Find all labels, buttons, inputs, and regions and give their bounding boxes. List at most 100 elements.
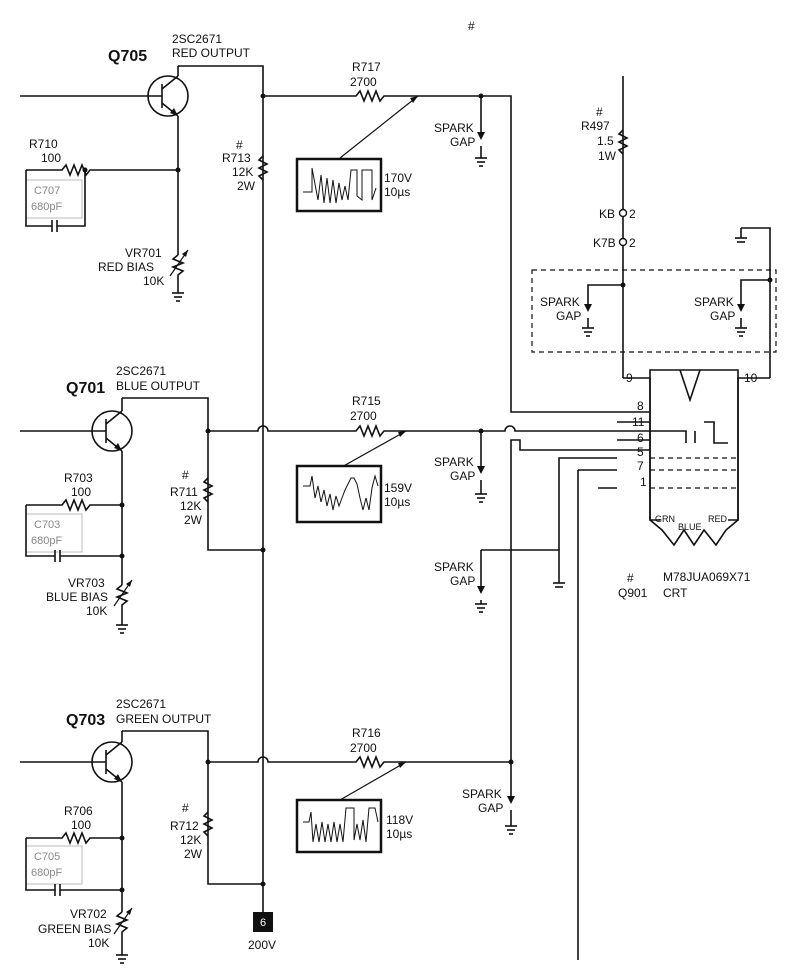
q705-ref-label: Q705: [108, 48, 147, 65]
c707-ref-label: C707: [34, 185, 60, 197]
crt-ref-label: Q901: [618, 586, 648, 600]
q703-part-label: 2SC2671: [116, 697, 166, 711]
kb-connector: [618, 208, 628, 218]
blue-waveform-trace: [303, 474, 379, 511]
r706-ref-label: R706: [64, 804, 93, 818]
k7b-pin-label: 2: [629, 236, 636, 250]
vr701-pot-symbol: [170, 254, 186, 293]
crt-pin-6: 6: [637, 431, 644, 445]
blue-output-stage: 2SC2671 Q701 BLUE OUTPUT R703 100 C703 6…: [20, 364, 617, 634]
blue-waveform-time: 10µs: [384, 495, 410, 509]
middle-spark-gap: SPARK GAP: [434, 457, 617, 960]
r716-value-label: 2700: [350, 741, 377, 755]
q705-function-label: RED OUTPUT: [172, 46, 251, 60]
r710-resistor: [26, 162, 178, 178]
red-collector-supply-wire: [178, 65, 264, 900]
r716-ref-label: R716: [352, 726, 381, 740]
spark-gap-blue-label1: SPARK: [434, 455, 474, 469]
r711-power-label: 2W: [184, 513, 203, 527]
spark-gap-mid-label1: SPARK: [434, 560, 474, 574]
spark-gap-red-label2: GAP: [450, 135, 475, 149]
kb-pin-label: 2: [629, 207, 636, 221]
spark-gap-crt2-label2: GAP: [710, 309, 735, 323]
k7b-connector: [618, 237, 628, 247]
q701-ref-label: Q701: [66, 380, 105, 397]
kb-label: KB: [599, 207, 615, 221]
crt-type-label: CRT: [663, 586, 688, 600]
spark-gap-red-symbol: [477, 132, 485, 140]
green-waveform-trace: [303, 807, 379, 843]
q703-ref-label: Q703: [66, 712, 105, 729]
supply-terminal-number: 6: [260, 917, 266, 929]
r717-value-label: 2700: [350, 75, 377, 89]
r715-ref-label: R715: [352, 394, 381, 408]
spark-gap-red-label1: SPARK: [434, 121, 474, 135]
r712-safety-mark: #: [182, 801, 189, 815]
r712-ref-label: R712: [170, 819, 199, 833]
c705-ref-label: C705: [34, 851, 60, 863]
crt-pin-5: 5: [637, 445, 644, 459]
green-drive-wire: [510, 439, 617, 762]
r497-value-label: 1.5: [597, 134, 614, 148]
crt-pin-11: 11: [632, 415, 645, 429]
spark-gap-mid-label2: GAP: [450, 574, 475, 588]
q703-function-label: GREEN OUTPUT: [116, 712, 212, 726]
crt-pin-8: 8: [637, 399, 644, 413]
q705-part-label: 2SC2671: [172, 32, 222, 46]
vr701-name-label: RED BIAS: [98, 260, 154, 274]
r706-value-label: 100: [71, 818, 91, 832]
r497-safety-mark: #: [596, 105, 603, 119]
crt-socket-outline: [649, 369, 739, 547]
q701-function-label: BLUE OUTPUT: [116, 379, 201, 393]
red-output-stage: 2SC2671 Q705 RED OUTPUT R710 100 C707 68…: [20, 32, 617, 900]
r717-ref-label: R717: [352, 60, 381, 74]
c705-value-label: 680pF: [31, 867, 62, 879]
r710-ref-label: R710: [29, 137, 58, 151]
spark-gap-green-label2: GAP: [478, 801, 503, 815]
blue-waveform-box: [295, 464, 383, 524]
vr701-ref-label: VR701: [125, 246, 162, 260]
spark-gap-green-label1: SPARK: [462, 787, 502, 801]
q701-part-label: 2SC2671: [116, 364, 166, 378]
crt-gun-grn: GRN: [655, 514, 675, 524]
crt-gun-blue: BLUE: [678, 522, 702, 532]
green-waveform-time: 10µs: [386, 827, 412, 841]
supply-voltage-label: 200V: [248, 938, 276, 952]
r711-safety-mark: #: [182, 468, 189, 482]
red-waveform-time: 10µs: [384, 185, 410, 199]
vr702-name-label: GREEN BIAS: [38, 922, 111, 936]
r713-value-label: 12K: [232, 165, 253, 179]
c703-ref-label: C703: [34, 519, 60, 531]
crt-pin-10: 10: [744, 371, 758, 385]
crt-section: # # R497 1.5 1W KB 2 K7B 2 SPARK GAP SPA…: [468, 19, 777, 600]
k7b-label: K7B: [593, 236, 616, 250]
crt-part-label: M78JUA069X71: [663, 570, 751, 584]
top-safety-mark: #: [468, 19, 475, 33]
blue-waveform-voltage: 159V: [384, 481, 412, 495]
q703-transistor-symbol: [20, 731, 133, 783]
r711-ref-label: R711: [170, 485, 198, 499]
r713-ref-label: R713: [222, 151, 251, 165]
spark-gap-crt2-label1: SPARK: [694, 295, 734, 309]
spark-gap-crt1-label1: SPARK: [540, 295, 580, 309]
spark-gap-crt1-label2: GAP: [556, 309, 581, 323]
vr703-name-label: BLUE BIAS: [46, 590, 108, 604]
r715-value-label: 2700: [350, 409, 377, 423]
r713-power-label: 2W: [237, 179, 256, 193]
r711-value-label: 12K: [180, 499, 201, 513]
r497-power-label: 1W: [598, 149, 617, 163]
r497-ref-label: R497: [581, 119, 610, 133]
crt-pin-7: 7: [637, 459, 644, 473]
r717-resistor: [263, 88, 481, 104]
c703-value-label: 680pF: [31, 535, 62, 547]
vr703-ref-label: VR703: [68, 576, 105, 590]
r712-power-label: 2W: [184, 847, 203, 861]
red-waveform-voltage: 170V: [384, 171, 412, 185]
red-drive-wire: [481, 95, 617, 413]
red-waveform-trace: [303, 167, 377, 204]
green-waveform-box: [295, 798, 383, 854]
vr702-value-label: 10K: [88, 936, 109, 950]
q705-transistor-symbol: [20, 66, 189, 117]
spark-gap-dashed-box: [531, 269, 777, 353]
